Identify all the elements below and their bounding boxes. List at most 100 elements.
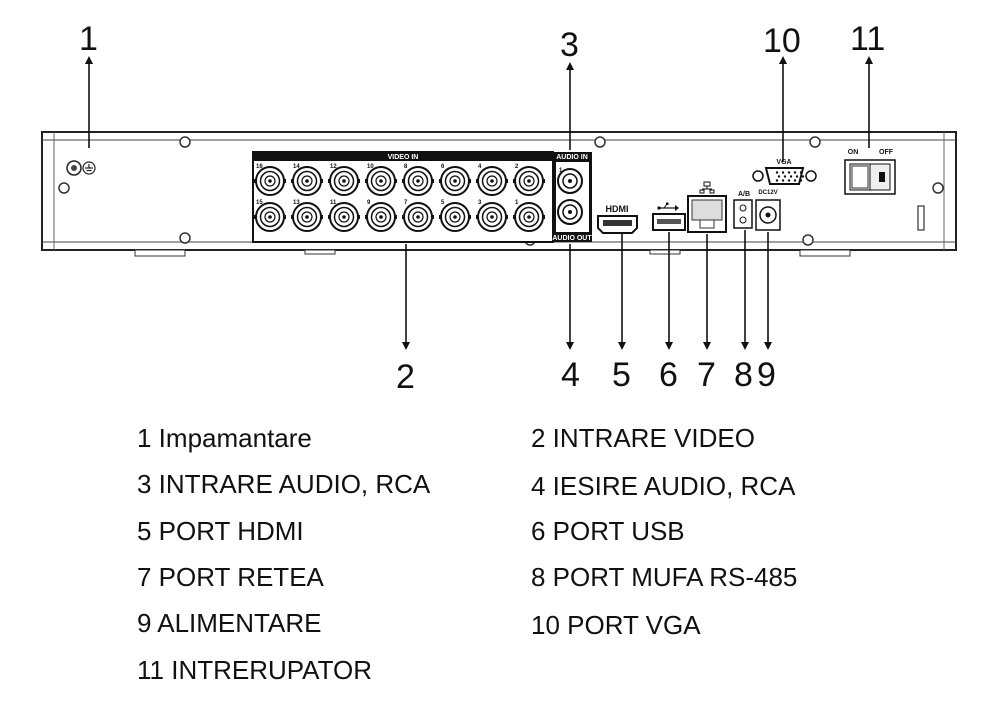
bnc-connector (513, 166, 545, 196)
callout-6: 6 (659, 356, 678, 394)
rs485-terminal: A/B (733, 191, 753, 229)
bnc-connector (365, 166, 397, 196)
side-latch (917, 205, 925, 231)
channel-label: 8 (404, 164, 408, 170)
channel-label: 9 (367, 200, 371, 206)
callout-4: 4 (561, 356, 580, 394)
vga-pin (801, 175, 805, 178)
vga-pin (783, 175, 787, 178)
dc-power-jack: DC12V (755, 190, 781, 231)
switch-off-label: OFF (879, 149, 894, 156)
legend-item-10: 10 PORT VGA (531, 610, 701, 640)
usb-port (652, 202, 686, 231)
ab-label: A/B (738, 191, 750, 198)
bnc-connector (476, 166, 508, 196)
channel-label: 2 (515, 164, 519, 170)
vga-pin (789, 175, 793, 178)
bnc-connector (328, 166, 360, 196)
bnc-connector (328, 202, 360, 232)
vga-pin (777, 175, 781, 178)
callout-2: 2 (396, 358, 415, 396)
hdmi-label: HDMI (606, 204, 629, 214)
callout-1: 1 (79, 20, 98, 58)
channel-label: 10 (367, 164, 374, 170)
vga-pin (775, 179, 779, 182)
channel-label: 11 (330, 200, 337, 206)
screw-icon (932, 182, 944, 194)
audio-out-rca (557, 199, 583, 225)
vga-pin (787, 179, 791, 182)
bnc-connector (439, 166, 471, 196)
ground-terminal (66, 160, 96, 176)
legend-item-3: 3 INTRARE AUDIO, RCA (137, 469, 431, 499)
callout-9: 9 (757, 356, 776, 394)
power-switch: ON OFF (844, 149, 896, 195)
audio-in-rca (557, 168, 583, 194)
legend-item-7: 7 PORT RETEA (137, 562, 324, 592)
screw-icon (58, 182, 70, 194)
bnc-connector (291, 166, 323, 196)
audio-in-label: AUDIO IN (556, 154, 588, 161)
channel-label: 14 (293, 164, 300, 170)
bnc-connector (439, 202, 471, 232)
network-port (687, 181, 727, 233)
legend-item-1: 1 Impamantare (137, 423, 312, 453)
channel-label: 16 (256, 164, 263, 170)
bnc-connector (254, 166, 286, 196)
vga-pin (781, 171, 785, 174)
legend-item-4: 4 IESIRE AUDIO, RCA (531, 471, 796, 501)
screw-icon (179, 232, 191, 244)
vga-pin (775, 171, 779, 174)
bnc-connector (291, 202, 323, 232)
bnc-connector (365, 202, 397, 232)
legend-item-11: 11 INTRERUPATOR (137, 655, 373, 685)
callout-7: 7 (697, 356, 716, 394)
callout-5: 5 (612, 356, 631, 394)
audio-block: AUDIO IN AUDIO OUT 1 (552, 152, 592, 242)
vga-pin (795, 175, 799, 178)
vga-label: VGA (776, 159, 791, 166)
channel-label: 4 (478, 164, 482, 170)
channel-label: 1 (515, 200, 519, 206)
legend-item-6: 6 PORT USB (531, 516, 685, 546)
channel-label: 6 (441, 164, 445, 170)
channel-label: 12 (330, 164, 337, 170)
bnc-connector (402, 202, 434, 232)
screw-icon (809, 136, 821, 148)
callout-leaders (85, 56, 873, 350)
vga-pin (793, 179, 797, 182)
vga-pin (799, 179, 803, 182)
hdmi-port: HDMI (597, 204, 638, 234)
legend-item-5: 5 PORT HDMI (137, 516, 304, 546)
audio-channel-label: 1 (559, 168, 563, 174)
switch-on-label: ON (848, 149, 859, 156)
bnc-row-top: 16 14 12 10 8 6 4 2 (254, 164, 545, 196)
screw-icon (179, 136, 191, 148)
video-in-label: VIDEO IN (388, 154, 419, 161)
callout-11: 11 (850, 20, 886, 58)
callout-10: 10 (763, 22, 801, 60)
bnc-connector (513, 202, 545, 232)
bnc-connector (476, 202, 508, 232)
callout-8: 8 (734, 356, 753, 394)
channel-label: 15 (256, 200, 263, 206)
audio-out-label: AUDIO OUT (552, 235, 592, 242)
vga-port: VGA (752, 159, 817, 185)
network-icon (699, 181, 715, 194)
bnc-connector (254, 202, 286, 232)
legend-item-2: 2 INTRARE VIDEO (531, 423, 755, 453)
channel-label: 13 (293, 200, 300, 206)
vga-pins (775, 171, 805, 182)
usb-icon (657, 202, 679, 211)
legend-item-8: 8 PORT MUFA RS-485 (531, 562, 798, 592)
vga-pin (781, 179, 785, 182)
channel-label: 5 (441, 200, 445, 206)
dc-label: DC12V (758, 190, 777, 196)
vga-pin (793, 171, 797, 174)
screw-icon (594, 136, 606, 148)
vga-pin (787, 171, 791, 174)
